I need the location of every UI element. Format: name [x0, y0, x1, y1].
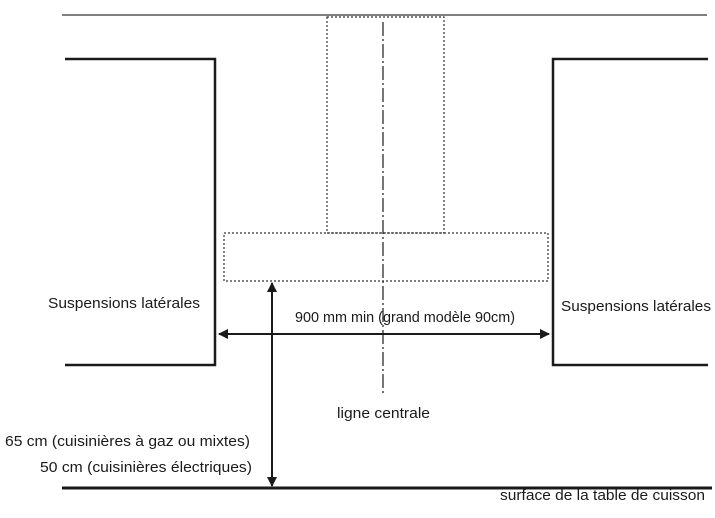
right-wall-cabinet: [551, 57, 708, 367]
height-gas-label: 65 cm (cuisinières à gaz ou mixtes): [5, 433, 250, 450]
centerline-label: ligne centrale: [337, 405, 430, 422]
left-suspension-label: Suspensions latérales: [48, 295, 200, 312]
cooktop-surface-label: surface de la table de cuisson: [500, 487, 705, 504]
hood-canopy: [223, 232, 549, 282]
width-dimension-label: 900 mm min (grand modèle 90cm): [295, 309, 515, 326]
right-suspension-label: Suspensions latérales: [561, 298, 711, 315]
height-electric-label: 50 cm (cuisinières électriques): [40, 459, 252, 476]
left-wall-cabinet: [65, 57, 217, 367]
hood-chimney: [326, 16, 445, 234]
